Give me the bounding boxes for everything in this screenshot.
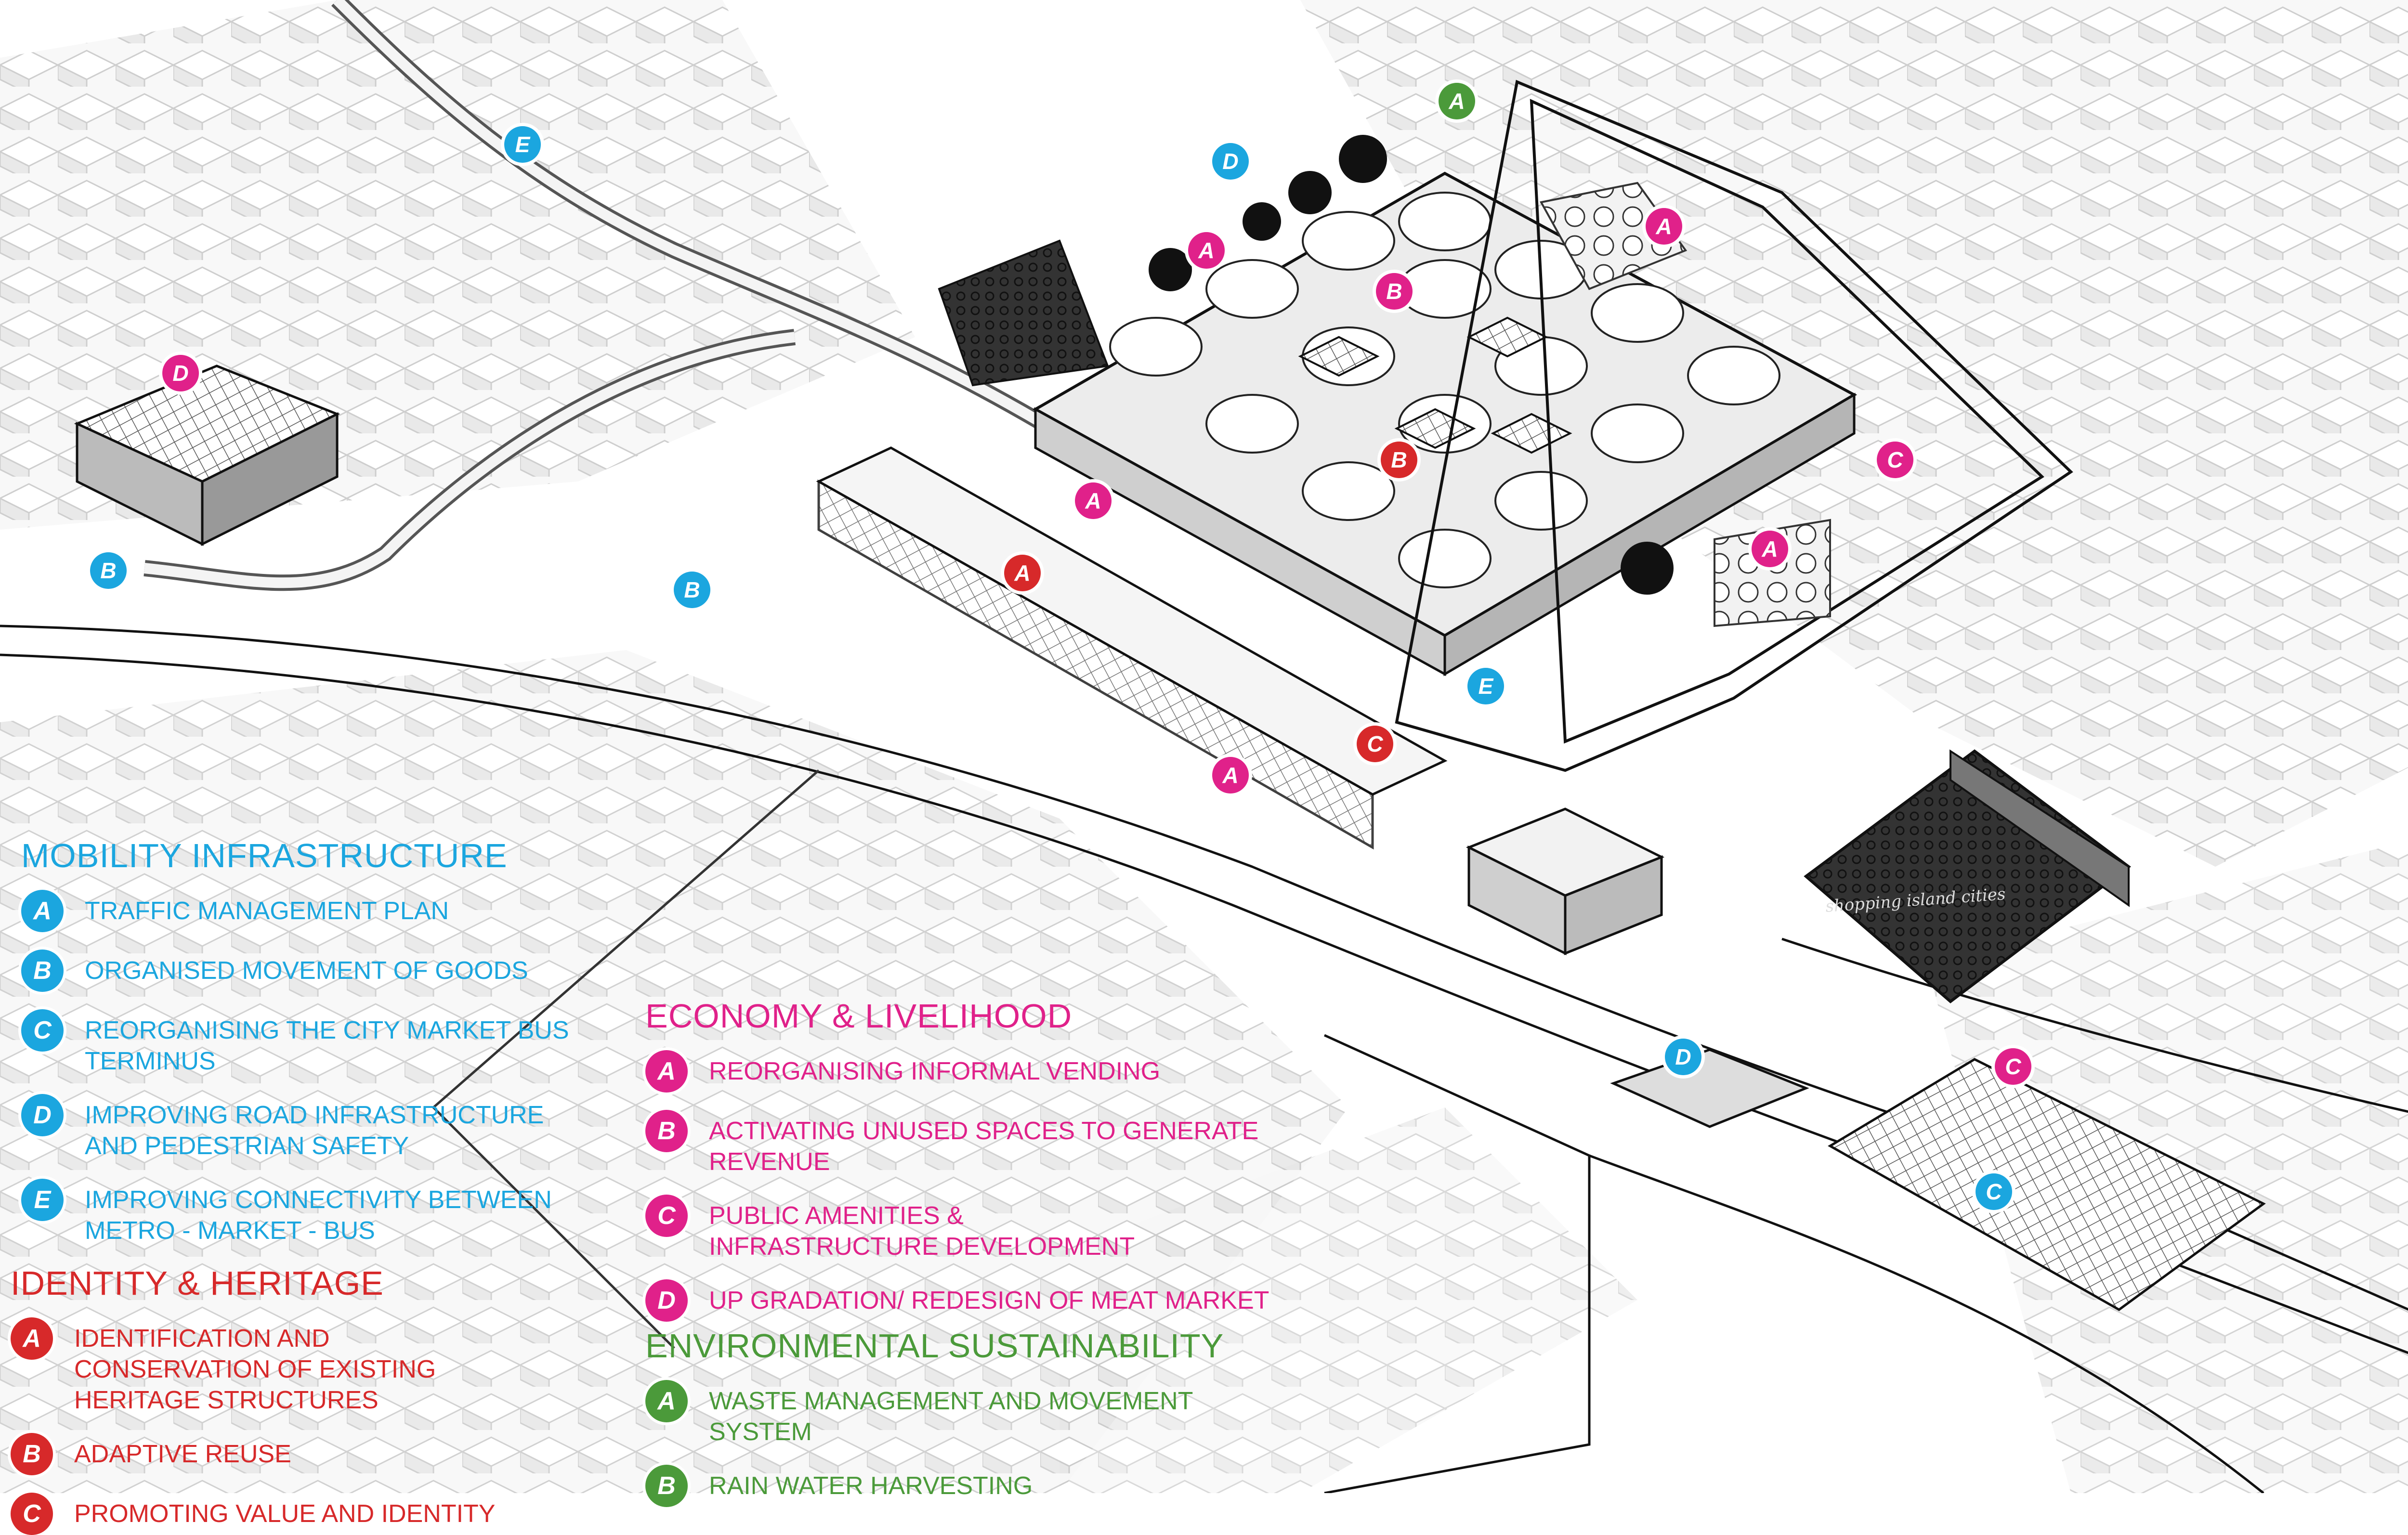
road-network	[0, 624, 2408, 1493]
legend-item-label: ADAPTIVE REUSE	[74, 1440, 291, 1468]
legend-badge: C	[645, 1195, 688, 1237]
map-marker-economy-c: C	[1995, 1048, 2031, 1085]
map-marker-economy-a: A	[1188, 232, 1225, 269]
legend-item: B RAIN WATER HARVESTING	[645, 1465, 1271, 1507]
map-marker-economy-a: A	[1752, 531, 1788, 567]
legend-heritage-title: IDENTITY & HERITAGE	[11, 1264, 384, 1302]
map-marker-economy-a: A	[1075, 482, 1112, 519]
legend-environment-title: ENVIRONMENTAL SUSTAINABILITY	[645, 1327, 1224, 1365]
legend-environment: ENVIRONMENTAL SUSTAINABILITY A WASTE MANA…	[645, 1329, 1271, 1507]
legend-item-label: IDENTIFICATION AND CONSERVATION OF EXIST…	[74, 1325, 436, 1414]
map-marker-economy-d: D	[162, 355, 199, 391]
legend-economy: ECONOMY & LIVELIHOOD A REORGANISING INFOR…	[645, 999, 1271, 1322]
legend-badge: B	[645, 1465, 688, 1507]
legend-badge: A	[645, 1380, 688, 1422]
map-marker-mobility-c: C	[1976, 1173, 2012, 1210]
map-marker-mobility-d: D	[1212, 143, 1249, 180]
map-marker-heritage-a: A	[1004, 555, 1041, 591]
metro-viaduct	[144, 0, 1064, 591]
legend-economy-title: ECONOMY & LIVELIHOOD	[645, 997, 1073, 1035]
legend-badge: D	[21, 1094, 64, 1136]
legend-item: A WASTE MANAGEMENT AND MOVEMENT SYSTEM	[645, 1380, 1271, 1447]
map-marker-economy-a: A	[1646, 208, 1682, 245]
legend-badge: D	[645, 1279, 688, 1322]
legend-item: E IMPROVING CONNECTIVITY BETWEEN METRO - …	[21, 1179, 647, 1246]
legend-item: D IMPROVING ROAD INFRASTRUCTURE AND PEDES…	[21, 1094, 647, 1161]
heritage-building	[816, 446, 1448, 850]
legend-mobility-title: MOBILITY INFRASTRUCTURE	[21, 837, 508, 874]
tree-plazas	[938, 135, 1831, 627]
legend-badge: A	[21, 890, 64, 932]
legend-badge: B	[11, 1433, 53, 1475]
legend-item: C REORGANISING THE CITY MARKET BUS TERMIN…	[21, 1009, 647, 1077]
legend-item-label: TRAFFIC MANAGEMENT PLAN	[85, 897, 449, 925]
legend-badge: B	[645, 1110, 688, 1152]
legend-item-label: REORGANISING THE CITY MARKET BUS TERMINU…	[85, 1016, 569, 1075]
legend-item: A TRAFFIC MANAGEMENT PLAN	[21, 890, 647, 932]
map-marker-heritage-b: B	[1381, 442, 1417, 478]
legend-heritage: IDENTITY & HERITAGE A IDENTIFICATION AND …	[11, 1266, 589, 1535]
map-marker-economy-b: B	[1376, 273, 1413, 310]
perimeter-building	[1395, 79, 2073, 772]
bus-terminus	[1610, 1048, 2266, 1311]
legend-badge: A	[11, 1317, 53, 1360]
legend-item-label: ORGANISED MOVEMENT OF GOODS	[85, 957, 528, 985]
legend-badge: B	[21, 950, 64, 992]
legend-badge: A	[645, 1050, 688, 1093]
legend-badge: C	[21, 1009, 64, 1052]
legend-item-label: UP GRADATION/ REDESIGN OF MEAT MARKET	[709, 1287, 1269, 1314]
legend-item: A REORGANISING INFORMAL VENDING	[645, 1050, 1271, 1093]
main-market-complex	[1032, 171, 1858, 676]
map-marker-economy-c: C	[1877, 442, 1913, 478]
map-marker-mobility-b: B	[90, 552, 127, 589]
legend-item-label: RAIN WATER HARVESTING	[709, 1472, 1033, 1500]
legend-item-label: PUBLIC AMENITIES & INFRASTRUCTURE DEVELO…	[709, 1202, 1135, 1261]
map-marker-mobility-e: E	[1467, 668, 1504, 704]
legend-item: A IDENTIFICATION AND CONSERVATION OF EXIS…	[11, 1317, 589, 1416]
map-marker-mobility-d: D	[1665, 1039, 1701, 1075]
legend-item-label: ACTIVATING UNUSED SPACES TO GENERATE REV…	[709, 1117, 1259, 1176]
map-marker-economy-a: A	[1212, 757, 1249, 794]
map-marker-environment-a: A	[1439, 83, 1475, 119]
legend-item-label: WASTE MANAGEMENT AND MOVEMENT SYSTEM	[709, 1387, 1193, 1446]
legend-item: B ACTIVATING UNUSED SPACES TO GENERATE RE…	[645, 1110, 1271, 1177]
legend-item: B ADAPTIVE REUSE	[11, 1433, 589, 1475]
legend-item: C PROMOTING VALUE AND IDENTITY	[11, 1493, 589, 1535]
legend-badge: E	[21, 1179, 64, 1221]
legend-item-label: IMPROVING ROAD INFRASTRUCTURE AND PEDEST…	[85, 1101, 544, 1160]
legend-badge: C	[11, 1493, 53, 1535]
corner-block	[1466, 807, 1665, 956]
legend-item: D UP GRADATION/ REDESIGN OF MEAT MARKET	[645, 1279, 1271, 1322]
legend-item-label: REORGANISING INFORMAL VENDING	[709, 1057, 1161, 1085]
legend-item-label: PROMOTING VALUE AND IDENTITY	[74, 1500, 496, 1528]
map-marker-mobility-b: B	[674, 572, 710, 608]
legend-mobility: MOBILITY INFRASTRUCTURE A TRAFFIC MANAGEM…	[21, 839, 647, 1246]
legend-item-label: IMPROVING CONNECTIVITY BETWEEN METRO - M…	[85, 1186, 552, 1245]
billboard	[1804, 749, 2131, 1003]
map-marker-heritage-c: C	[1357, 726, 1393, 762]
map-marker-mobility-e: E	[504, 126, 541, 163]
legend-item: B ORGANISED MOVEMENT OF GOODS	[21, 950, 647, 992]
meat-market-building	[74, 364, 340, 546]
legend-item: C PUBLIC AMENITIES & INFRASTRUCTURE DEVEL…	[645, 1195, 1271, 1262]
